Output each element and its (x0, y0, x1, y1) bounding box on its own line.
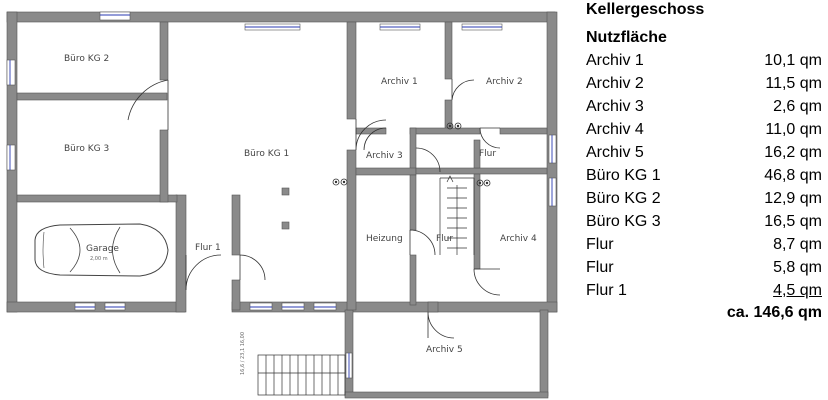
legend-row: Büro KG 2 12,9 qm (586, 189, 822, 212)
stair-note: 16,6 / 23,1 16,00 (240, 332, 246, 375)
legend-row: Flur 5,8 qm (586, 258, 822, 281)
legend-room-area: 5,8 qm (773, 259, 822, 276)
legend-room-area: 11,0 qm (765, 121, 822, 138)
legend-row: Flur 1 4,5 qm (586, 281, 822, 304)
legend-room-area: 46,8 qm (764, 167, 822, 184)
legend-row: Archiv 5 16,2 qm (586, 143, 822, 166)
socket-symbols (332, 122, 491, 187)
legend-title: Kellergeschoss (586, 1, 705, 18)
legend-row: Archiv 3 2,6 qm (586, 97, 822, 120)
room-labels: Büro KG 2 Büro KG 3 Büro KG 1 Garage 2,0… (64, 54, 537, 355)
legend-room-name: Flur 1 (586, 282, 627, 299)
legend-room-area: 16,2 qm (764, 144, 822, 161)
legend-row: Büro KG 3 16,5 qm (586, 212, 822, 235)
room-archiv2: Archiv 2 (486, 77, 523, 87)
outer-staircase: 16,6 / 23,1 16,00 (240, 332, 346, 396)
windows (6, 11, 557, 379)
legend-row: Flur 8,7 qm (586, 235, 822, 258)
legend-room-name: Archiv 1 (586, 52, 644, 69)
legend-room-area: 10,1 qm (764, 52, 822, 69)
room-archiv1: Archiv 1 (381, 77, 418, 87)
legend-room-name: Archiv 4 (586, 121, 644, 138)
room-archiv3: Archiv 3 (366, 151, 403, 161)
legend-row: Archiv 4 11,0 qm (586, 120, 822, 143)
car-icon (34, 223, 169, 277)
legend-room-area: 12,9 qm (764, 190, 822, 207)
legend-row: Archiv 1 10,1 qm (586, 51, 822, 74)
floor-plan: .w { fill: #8a8a8a; stroke: #555; stroke… (6, 11, 558, 399)
area-legend: Kellergeschoss Nutzfläche Archiv 1 10,1 … (586, 0, 822, 400)
room-buero-kg1: Büro KG 1 (244, 149, 289, 159)
door-swings (127, 79, 501, 339)
room-flur1: Flur 1 (195, 243, 221, 253)
legend-row: Büro KG 1 46,8 qm (586, 166, 822, 189)
room-archiv4: Archiv 4 (500, 234, 537, 244)
room-garage: Garage (86, 244, 119, 254)
room-buero-kg2: Büro KG 2 (64, 54, 109, 64)
legend-room-name: Flur (586, 236, 614, 253)
legend-row: Archiv 2 11,5 qm (586, 74, 822, 97)
legend-room-name: Büro KG 1 (586, 167, 661, 184)
legend-room-area: 11,5 qm (765, 75, 822, 92)
legend-room-name: Flur (586, 259, 614, 276)
legend-room-area: 2,6 qm (773, 98, 822, 115)
legend-room-name: Archiv 2 (586, 75, 644, 92)
legend-room-area: 8,7 qm (773, 236, 822, 253)
legend-room-name: Archiv 5 (586, 144, 644, 161)
pillars (281, 187, 290, 230)
legend-subtitle: Nutzfläche (586, 29, 667, 46)
garage-subtext: 2,00 m (90, 256, 108, 262)
room-archiv5: Archiv 5 (426, 345, 463, 355)
legend-room-name: Büro KG 3 (586, 213, 661, 230)
legend-room-area: 4,5 qm (773, 282, 822, 299)
room-flur-lower: Flur (436, 234, 453, 244)
legend-room-area: 16,5 qm (764, 213, 822, 230)
inner-staircase (439, 175, 475, 255)
room-flur-upper: Flur (479, 149, 496, 159)
legend-total: ca. 146,6 qm (726, 304, 822, 321)
room-heizung: Heizung (366, 234, 403, 244)
room-buero-kg3: Büro KG 3 (64, 144, 109, 154)
legend-room-name: Büro KG 2 (586, 190, 661, 207)
interior-walls (16, 21, 548, 313)
legend-room-name: Archiv 3 (586, 98, 644, 115)
